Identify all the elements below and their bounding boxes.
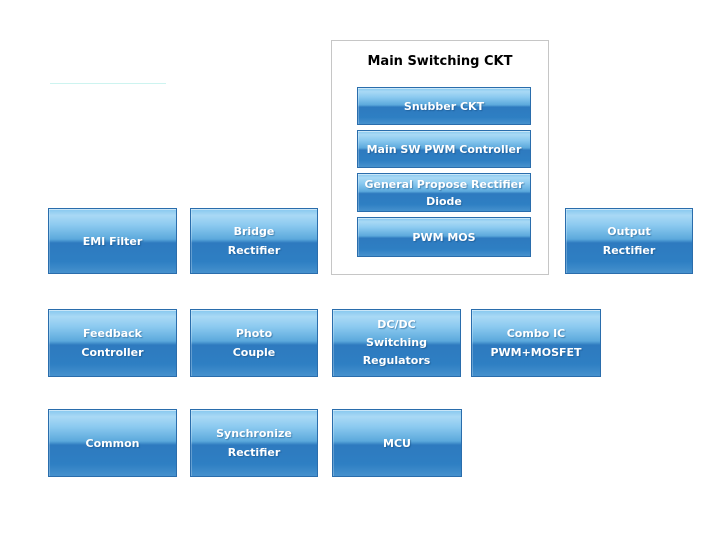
block-label: Main SW PWM Controller	[366, 142, 522, 156]
block-label: DC/DC Switching Regulators	[362, 318, 431, 367]
block-dcdc-switching-regulators[interactable]: DC/DC Switching Regulators	[332, 309, 461, 377]
group-title: Main Switching CKT	[367, 54, 513, 69]
block-label: Bridge Rectifier	[227, 225, 281, 257]
block-output-rectifier[interactable]: Output Rectifier	[565, 208, 693, 274]
block-label: Snubber CKT	[403, 99, 485, 113]
faint-highlight-line	[50, 83, 166, 84]
block-label: Common	[85, 436, 140, 450]
block-label: Photo Couple	[232, 327, 276, 359]
block-label: Combo IC PWM+MOSFET	[490, 327, 582, 359]
block-label: Output Rectifier	[602, 225, 656, 257]
block-common[interactable]: Common	[48, 409, 177, 477]
block-synchronize-rectifier[interactable]: Synchronize Rectifier	[190, 409, 318, 477]
block-emi-filter[interactable]: EMI Filter	[48, 208, 177, 274]
block-label: EMI Filter	[82, 234, 143, 248]
block-label: Synchronize Rectifier	[216, 427, 292, 459]
block-mcu[interactable]: MCU	[332, 409, 462, 477]
block-bridge-rectifier[interactable]: Bridge Rectifier	[190, 208, 318, 274]
main-switching-ckt-group: Main Switching CKT Snubber CKT Main SW P…	[331, 40, 549, 275]
block-pwm-mos[interactable]: PWM MOS	[357, 217, 531, 257]
block-snubber-ckt[interactable]: Snubber CKT	[357, 87, 531, 125]
block-combo-ic-pwm-mosfet[interactable]: Combo IC PWM+MOSFET	[471, 309, 601, 377]
block-label: MCU	[383, 436, 411, 450]
block-label: Feedback Controller	[81, 327, 144, 359]
block-label: PWM MOS	[412, 230, 476, 244]
block-feedback-controller[interactable]: Feedback Controller	[48, 309, 177, 377]
block-general-propose-rectifier-diode[interactable]: General Propose Rectifier Diode	[357, 173, 531, 212]
block-photo-couple[interactable]: Photo Couple	[190, 309, 318, 377]
block-label: General Propose Rectifier Diode	[364, 177, 524, 208]
block-main-sw-pwm-controller[interactable]: Main SW PWM Controller	[357, 130, 531, 168]
